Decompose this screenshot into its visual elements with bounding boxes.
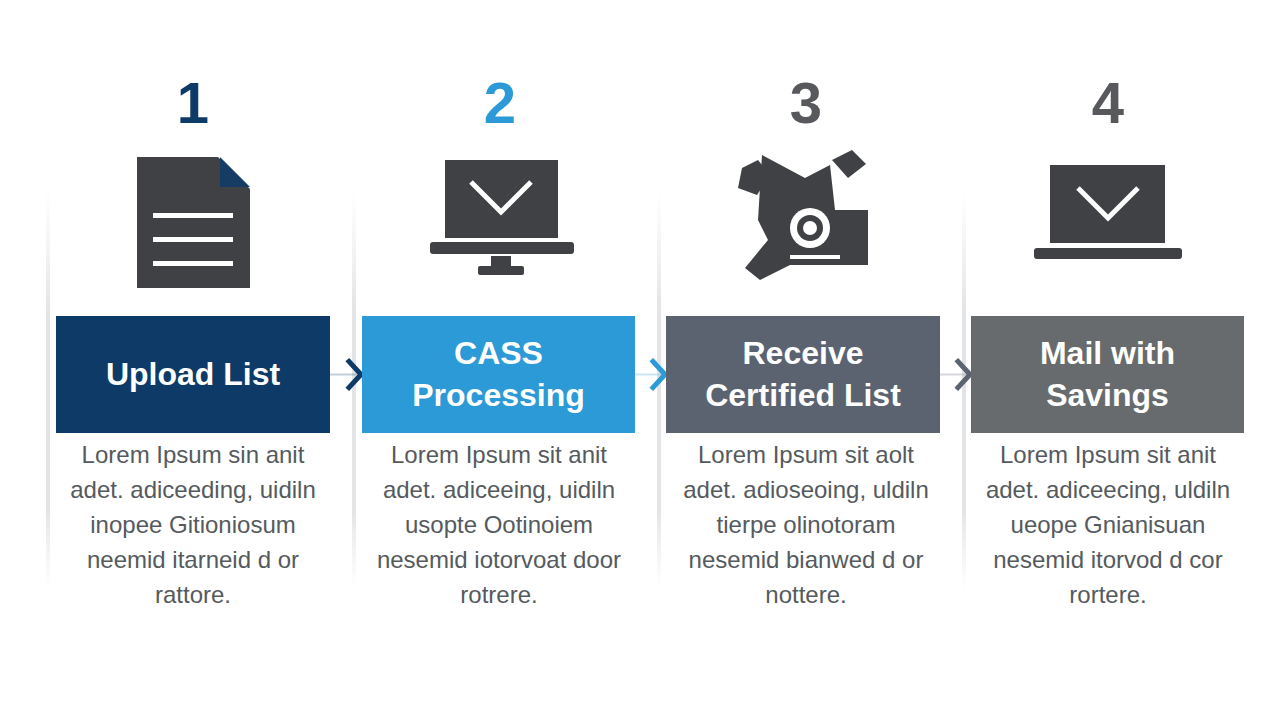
flow-chevron (940, 362, 971, 388)
step-title: Receive Certified List (678, 333, 928, 416)
step-description: Lorem Ipsum sit anit adet. adiceecing, u… (983, 437, 1233, 612)
step-number: 1 (175, 74, 212, 132)
document-icon (137, 157, 250, 288)
step-title: CASS Processing (374, 333, 623, 416)
process-box: Upload List (56, 316, 330, 433)
process-box: Mail with Savings (971, 316, 1244, 433)
step-number: 3 (788, 74, 825, 132)
flow-chevron (635, 362, 666, 388)
flow-chevron (330, 362, 362, 388)
step-number: 4 (1090, 74, 1127, 132)
certified-list-icon (738, 150, 868, 280)
laptop-icon (1034, 165, 1182, 259)
step-title: Mail with Savings (983, 333, 1232, 416)
process-box: CASS Processing (362, 316, 635, 433)
step-number: 2 (482, 74, 519, 132)
process-box: Receive Certified List (666, 316, 940, 433)
step-description: Lorem Ipsum sit anit adet. adiceeing, ui… (374, 437, 624, 612)
step-description: Lorem Ipsum sin anit adet. adiceeding, u… (68, 437, 318, 612)
monitor-icon (430, 160, 574, 275)
step-title: Upload List (106, 354, 280, 396)
step-description: Lorem Ipsum sit aolt adet. adioseoing, u… (681, 437, 931, 612)
